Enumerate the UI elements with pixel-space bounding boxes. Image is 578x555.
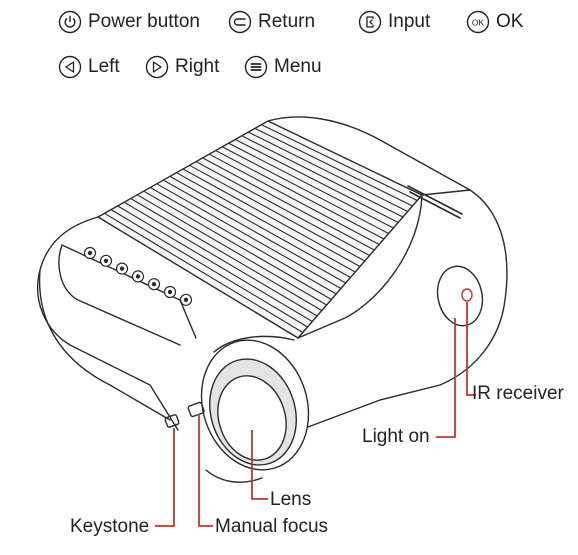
vent-fin — [103, 212, 304, 334]
ir-window — [436, 265, 484, 327]
legend-left: Left — [58, 55, 120, 79]
panel-button-left-dot — [151, 282, 157, 287]
left-cylinder — [38, 269, 171, 421]
callout-ir-receiver: IR receiver — [472, 383, 564, 404]
vent-fin — [130, 197, 323, 312]
vent-fin — [162, 179, 347, 284]
lens-barrel — [205, 335, 295, 483]
vent-fin — [169, 175, 352, 279]
vent-fin — [156, 183, 342, 290]
leader-lens — [251, 430, 268, 500]
legend-label-return: Return — [258, 11, 316, 32]
vent-fin — [143, 190, 332, 301]
vent-fin — [182, 168, 361, 268]
menu-icon — [244, 55, 268, 79]
callout-light-on: Light on — [362, 426, 430, 447]
vent-fin — [234, 138, 399, 224]
legend-label-menu: Menu — [274, 56, 322, 77]
legend-input: Input — [358, 10, 430, 34]
legend-return: Return — [228, 10, 315, 34]
leader-ir — [466, 302, 476, 396]
ir-sensor — [461, 288, 473, 302]
legend-label-right: Right — [175, 56, 220, 77]
leader-lines — [155, 302, 476, 527]
vent-fin — [228, 142, 394, 229]
side-vent — [407, 185, 463, 219]
vent-fin — [241, 135, 404, 218]
keystone-knob — [164, 414, 180, 428]
vent-fin — [110, 209, 309, 328]
legend-power: Power button — [58, 10, 200, 34]
callout-manual-focus: Manual focus — [215, 516, 329, 537]
top-vent — [97, 120, 423, 339]
return-icon — [228, 10, 252, 34]
callout-keystone: Keystone — [70, 516, 150, 537]
ok-icon: OK — [466, 10, 490, 34]
ok-icon-glyph: OK — [472, 17, 485, 27]
leader-keystone — [155, 428, 175, 527]
vent-fin — [247, 131, 409, 213]
legend-menu: Menu — [244, 55, 322, 79]
vent-fin — [123, 201, 318, 317]
legend-label-input: Input — [388, 11, 431, 32]
vent-fin — [260, 124, 418, 202]
input-icon — [358, 10, 382, 34]
vent-fin — [254, 127, 414, 207]
vent-fin — [195, 161, 371, 257]
vent-fin — [188, 164, 366, 262]
leader-light — [436, 318, 456, 438]
vent-fin — [202, 157, 375, 251]
power-icon — [58, 10, 82, 34]
right-icon — [145, 55, 169, 79]
lens-glass — [217, 375, 287, 461]
panel-button-ok-dot — [135, 274, 141, 279]
focus-knob — [187, 401, 205, 418]
callout-lens: Lens — [270, 489, 312, 510]
panel-button-return-dot — [103, 258, 109, 263]
front-face — [297, 189, 471, 339]
vent-fin — [208, 153, 380, 246]
panel-button-menu-dot — [183, 297, 189, 302]
vent-fin — [175, 172, 356, 273]
vent-fin — [221, 146, 390, 235]
panel-button-input-dot — [119, 266, 125, 271]
panel-button-right-dot — [167, 289, 173, 295]
vent-fin — [149, 186, 337, 295]
vent-fin — [136, 194, 328, 306]
legend-label-left: Left — [88, 56, 120, 77]
vent-fin — [117, 205, 313, 323]
legend-label-ok: OK — [496, 11, 524, 32]
vent-fin — [215, 149, 385, 240]
left-icon — [58, 55, 82, 79]
leader-focus — [198, 414, 213, 527]
legend-ok: OK OK — [466, 10, 523, 34]
legend-label-power: Power button — [88, 11, 200, 32]
panel-button-power-dot — [87, 250, 93, 256]
legend-right: Right — [145, 55, 219, 79]
